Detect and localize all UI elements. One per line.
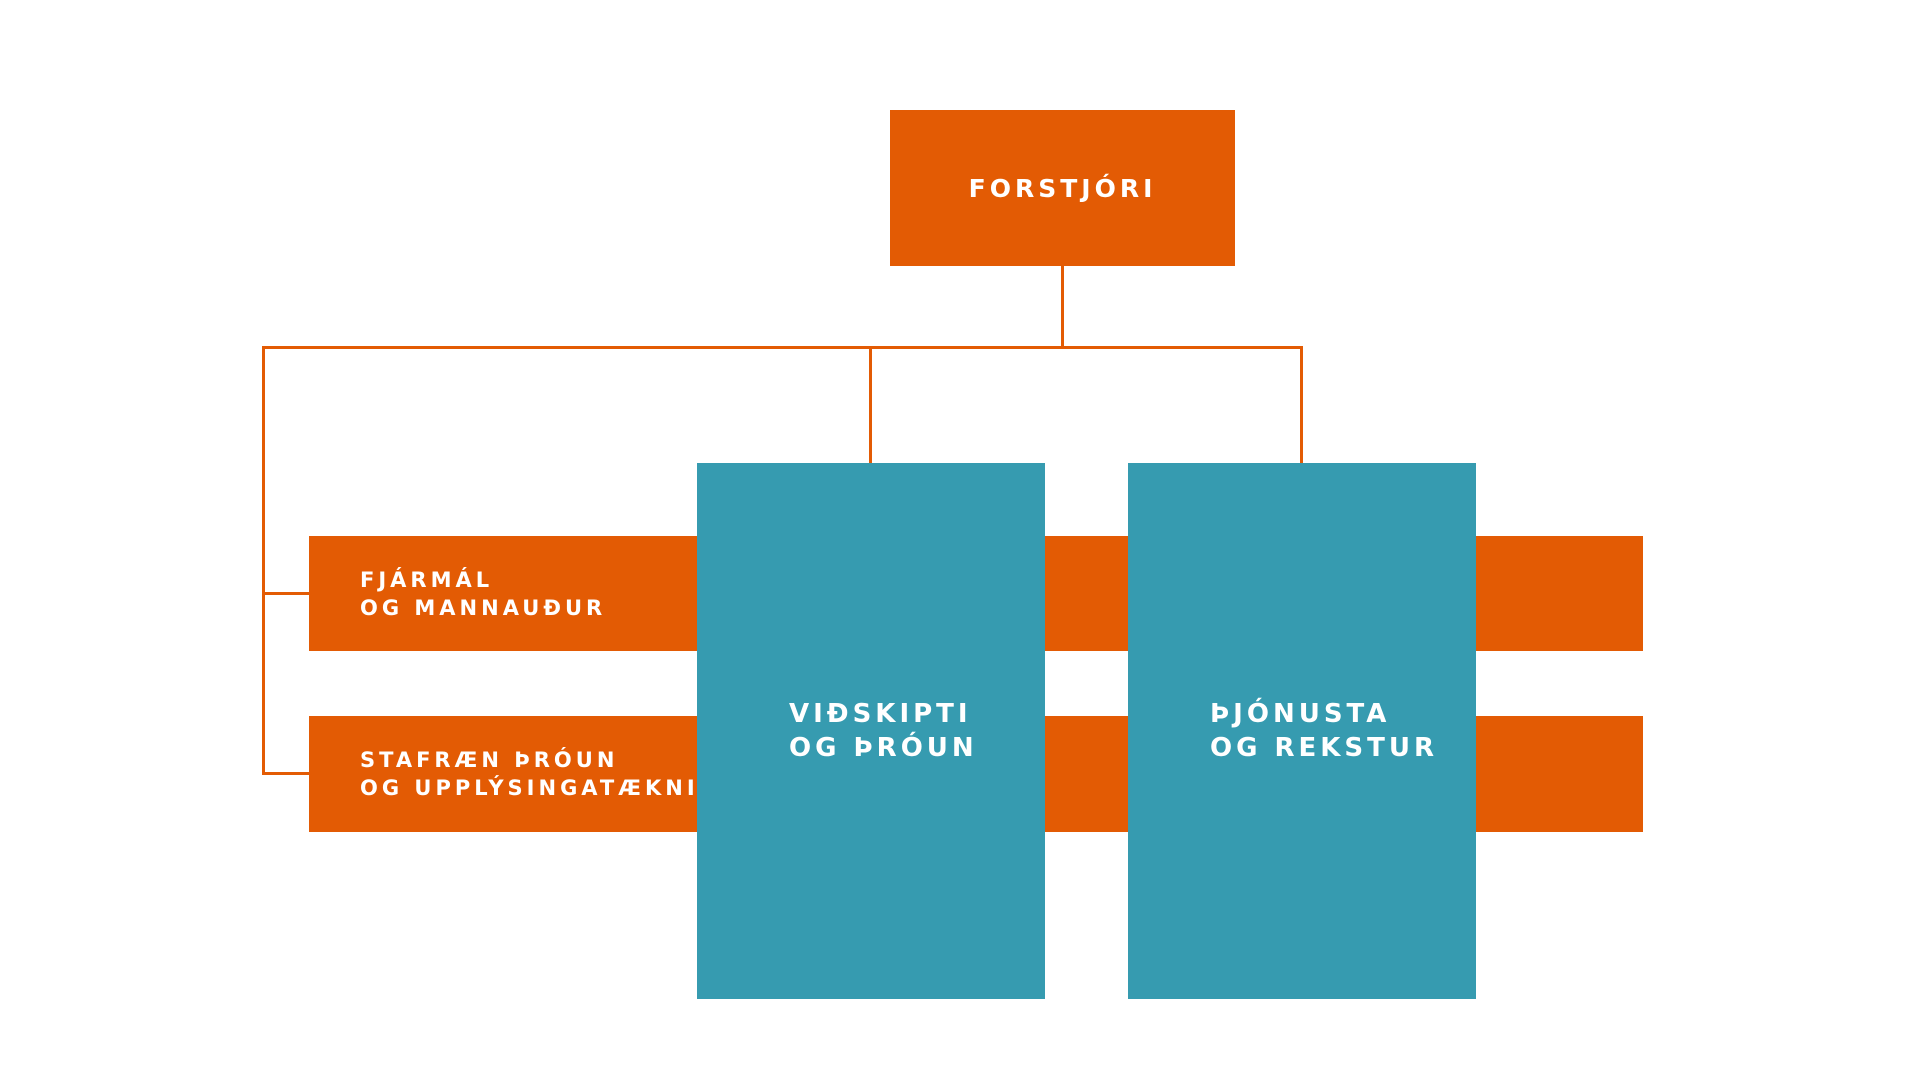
ceo-label: FORSTJÓRI xyxy=(968,173,1157,203)
connector-to-digital xyxy=(262,772,310,775)
connector-ceo-down xyxy=(1061,266,1064,348)
finance-hr-line2: OG MANNAUÐUR xyxy=(360,595,607,620)
connector-left-vertical xyxy=(262,346,265,775)
digital-it-line1: STAFRÆN ÞRÓUN xyxy=(360,748,619,772)
connector-to-service xyxy=(1300,346,1303,464)
business-development-line1: VIÐSKIPTI xyxy=(789,699,972,729)
ceo-box: FORSTJÓRI xyxy=(890,110,1235,266)
business-development-line2: OG ÞRÓUN xyxy=(789,733,978,763)
business-development-column: VIÐSKIPTI OG ÞRÓUN xyxy=(697,463,1045,999)
service-operations-line1: ÞJÓNUSTA xyxy=(1210,699,1391,729)
digital-it-line2: OG UPPLÝSINGATÆKNI xyxy=(360,776,699,800)
connector-to-finance xyxy=(262,592,310,595)
connector-to-business xyxy=(869,346,872,464)
service-operations-column: ÞJÓNUSTA OG REKSTUR xyxy=(1128,463,1476,999)
connector-horizontal xyxy=(262,346,1303,349)
finance-hr-line1: FJÁRMÁL xyxy=(360,567,494,592)
service-operations-line2: OG REKSTUR xyxy=(1210,733,1439,763)
